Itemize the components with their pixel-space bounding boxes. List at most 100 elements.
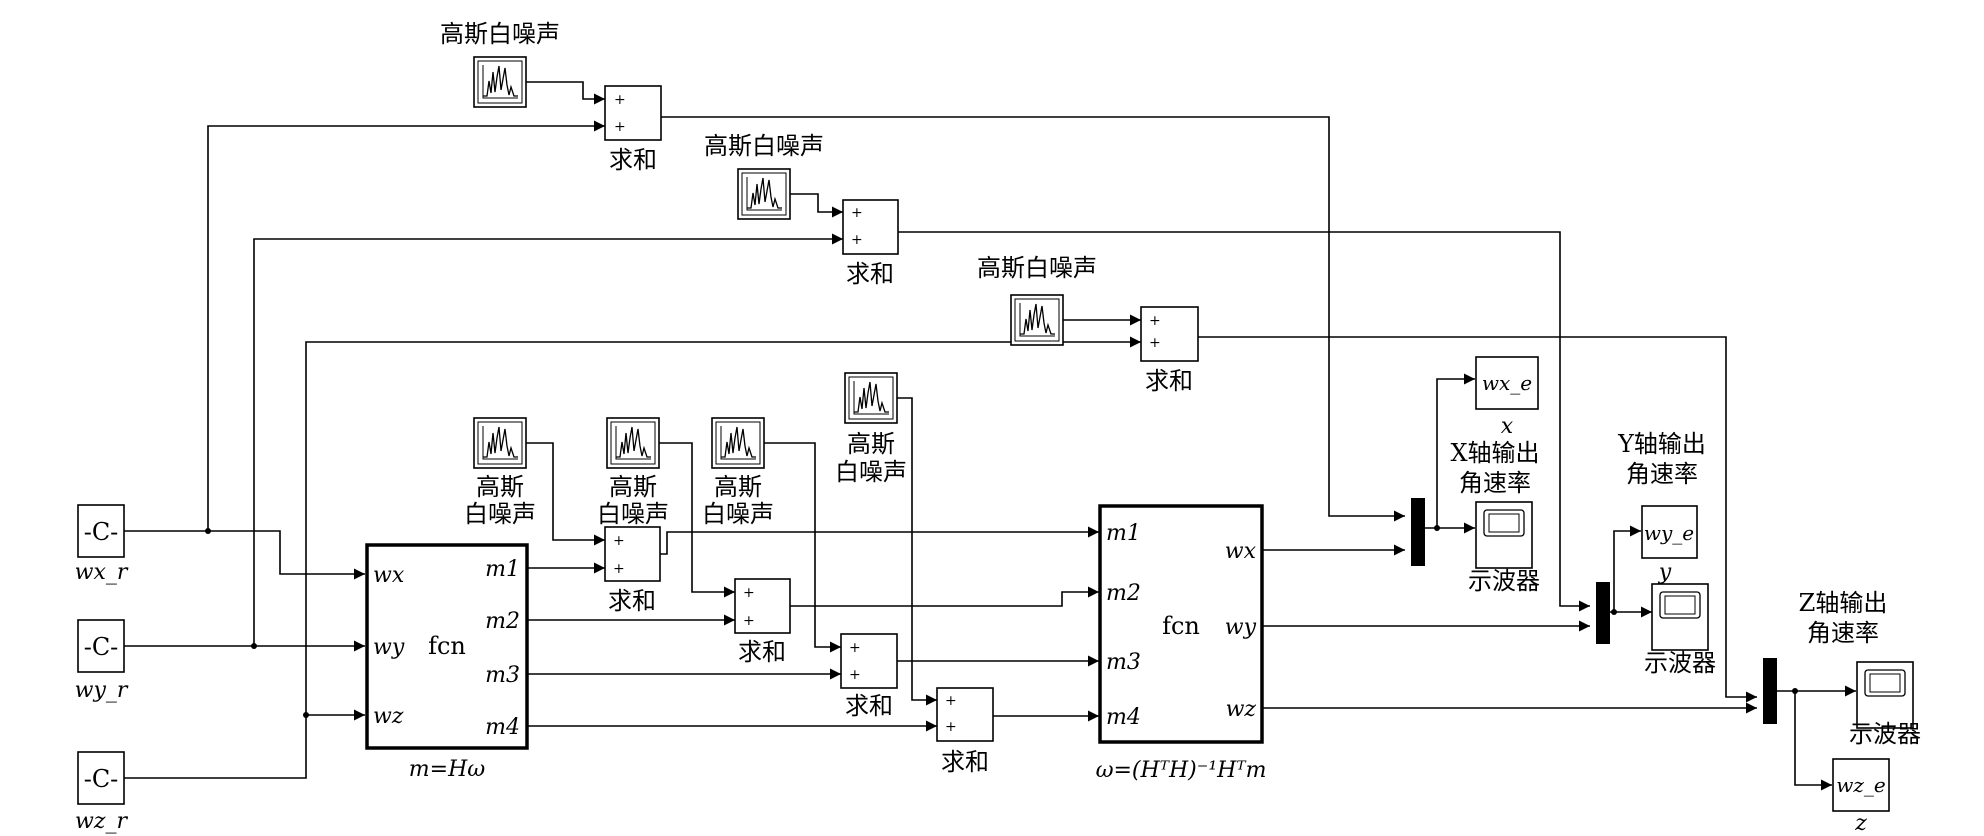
workspace-var: wz_e bbox=[1836, 773, 1886, 797]
fcn-block-inverse[interactable]: m1 m2 m3 m4 wx wy wz fcn ω=(HᵀH)⁻¹Hᵀm bbox=[1096, 504, 1267, 783]
noise-block-d[interactable]: 高斯 白噪声 bbox=[835, 372, 907, 486]
output-port-label: m1 bbox=[485, 557, 520, 582]
input-port-label: m3 bbox=[1106, 650, 1141, 675]
scope-label: 示波器 bbox=[1468, 567, 1540, 595]
scope-icon bbox=[1651, 583, 1709, 651]
workspace-var: wx_e bbox=[1482, 371, 1532, 395]
input-port-label: wz bbox=[373, 704, 404, 729]
sum-block-b[interactable]: + + 求和 bbox=[734, 578, 791, 666]
mux-x[interactable] bbox=[1411, 498, 1425, 566]
axis-title-line1: Z轴输出 bbox=[1799, 589, 1888, 617]
plus-sign: + bbox=[743, 613, 755, 629]
junction-dots bbox=[205, 525, 1798, 718]
sum-label: 求和 bbox=[941, 748, 989, 776]
constant-wz-r[interactable]: -C- wz_r bbox=[75, 751, 128, 834]
fcn-block-h[interactable]: wx wy wz m1 m2 m3 m4 fcn m=Hω bbox=[365, 543, 529, 782]
workspace-caption: y bbox=[1658, 560, 1672, 585]
fcn-name: fcn bbox=[1162, 612, 1200, 640]
fcn-name: fcn bbox=[428, 632, 466, 660]
wire-noiseb-sumb bbox=[659, 442, 735, 598]
scope-z[interactable]: 示波器 bbox=[1849, 661, 1921, 748]
mux-y[interactable] bbox=[1596, 582, 1610, 644]
wire-wxr-to-sum1 bbox=[207, 120, 605, 531]
noise-block-3[interactable]: 高斯白噪声 bbox=[977, 254, 1097, 346]
sum-block-a[interactable]: + + 求和 bbox=[604, 526, 661, 615]
plus-sign: + bbox=[1149, 335, 1161, 351]
mux-z[interactable] bbox=[1763, 658, 1777, 724]
noise-label-line1: 高斯 bbox=[714, 473, 762, 501]
noise-block-a[interactable]: 高斯 白噪声 bbox=[464, 417, 536, 528]
plus-sign: + bbox=[851, 232, 863, 248]
noise-label-line2: 白噪声 bbox=[702, 500, 774, 528]
output-port-label: m4 bbox=[485, 715, 520, 740]
plus-sign: + bbox=[743, 585, 755, 601]
sum-block-3[interactable]: + + 求和 bbox=[1140, 306, 1199, 395]
wire-sumb-fcn2 bbox=[790, 586, 1099, 607]
scope-y[interactable]: 示波器 bbox=[1644, 583, 1716, 677]
wire-noisea-suma bbox=[526, 442, 605, 546]
noise-label: 高斯白噪声 bbox=[440, 20, 560, 48]
input-port-label: m4 bbox=[1106, 705, 1141, 730]
noise-label-line1: 高斯 bbox=[476, 473, 524, 501]
axis-title-line2: 角速率 bbox=[1626, 460, 1698, 488]
noise-block-1[interactable]: 高斯白噪声 bbox=[440, 20, 560, 108]
noise-icon bbox=[473, 417, 527, 469]
workspace-caption: z bbox=[1854, 811, 1867, 836]
constant-value: -C- bbox=[84, 765, 119, 793]
to-workspace-x[interactable]: wx_e x bbox=[1475, 356, 1539, 439]
noise-label-line2: 白噪声 bbox=[464, 500, 536, 528]
constant-wx-r[interactable]: -C- wx_r bbox=[75, 504, 129, 585]
output-port-label: wx bbox=[1225, 539, 1257, 564]
wire-sum1-muxx bbox=[661, 116, 1405, 522]
constant-value: -C- bbox=[84, 633, 119, 661]
axis-title-line2: 角速率 bbox=[1807, 619, 1879, 647]
input-port-label: m2 bbox=[1106, 581, 1141, 606]
sum-label: 求和 bbox=[846, 260, 894, 288]
wire-sum2-muxy bbox=[898, 231, 1590, 612]
wire-wzr-to-fcn1 bbox=[124, 709, 365, 779]
noise-block-2[interactable]: 高斯白噪声 bbox=[704, 132, 824, 220]
noise-icon bbox=[606, 417, 660, 469]
wire-muxz-ws bbox=[1794, 691, 1832, 791]
noise-block-b[interactable]: 高斯 白噪声 bbox=[597, 417, 669, 528]
noise-icon bbox=[711, 417, 765, 469]
sum-block-1[interactable]: + + 求和 bbox=[604, 85, 662, 174]
noise-icon bbox=[737, 168, 791, 220]
wire-wyr-to-sum2 bbox=[253, 233, 843, 646]
plus-sign: + bbox=[849, 667, 861, 683]
y-output-group: Y轴输出 角速率 wy_e y 示波器 bbox=[1617, 430, 1716, 677]
output-port-label: m2 bbox=[485, 609, 520, 634]
input-port-label: wy bbox=[373, 635, 405, 660]
constant-name: wy_r bbox=[75, 678, 129, 703]
wire-wzr-to-sum3 bbox=[305, 336, 1141, 715]
plus-sign: + bbox=[849, 640, 861, 656]
to-workspace-y[interactable]: wy_e y bbox=[1641, 505, 1698, 585]
plus-sign: + bbox=[945, 719, 957, 735]
plus-sign: + bbox=[614, 119, 626, 135]
noise-icon bbox=[1010, 294, 1064, 346]
noise-icon bbox=[844, 372, 898, 424]
wire-suma-fcn2 bbox=[660, 526, 1099, 555]
z-output-group: Z轴输出 角速率 示波器 wz_e z bbox=[1799, 589, 1921, 836]
constant-wy-r[interactable]: -C- wy_r bbox=[75, 619, 129, 703]
scope-icon bbox=[1856, 661, 1914, 729]
noise-label-line2: 白噪声 bbox=[835, 458, 907, 486]
noise-block-c[interactable]: 高斯 白噪声 bbox=[702, 417, 774, 528]
output-port-label: m3 bbox=[485, 663, 520, 688]
sum-label: 求和 bbox=[1145, 367, 1193, 395]
input-port-label: m1 bbox=[1106, 521, 1141, 546]
axis-title-line2: 角速率 bbox=[1459, 469, 1531, 497]
input-port-label: wx bbox=[373, 563, 405, 588]
sum-block-2[interactable]: + + 求和 bbox=[842, 199, 899, 288]
constant-value: -C- bbox=[84, 518, 119, 546]
wire-wxr-to-fcn1 bbox=[124, 530, 365, 580]
plus-sign: + bbox=[945, 693, 957, 709]
scope-x[interactable]: 示波器 bbox=[1468, 501, 1540, 595]
to-workspace-z[interactable]: wz_e z bbox=[1832, 758, 1890, 836]
constant-name: wx_r bbox=[75, 560, 129, 585]
sum-block-d[interactable]: + + 求和 bbox=[936, 687, 994, 776]
plus-sign: + bbox=[614, 92, 626, 108]
workspace-caption: x bbox=[1501, 414, 1514, 439]
sum-block-c[interactable]: + + 求和 bbox=[840, 633, 898, 720]
